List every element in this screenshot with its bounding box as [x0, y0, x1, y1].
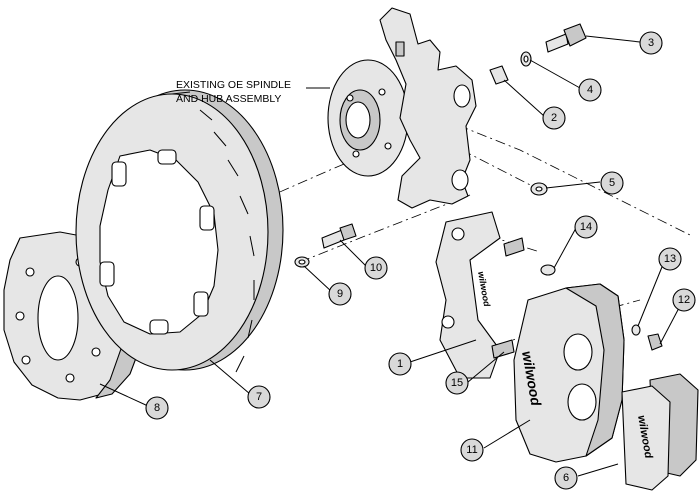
svg-text:14: 14 [580, 221, 592, 233]
callout-6: 6 [554, 466, 578, 490]
callout-15: 15 [445, 371, 469, 395]
callout-10: 10 [364, 256, 388, 280]
svg-text:5: 5 [609, 177, 615, 189]
oe-spindle-hub-assembly [327, 7, 477, 209]
svg-text:11: 11 [466, 444, 477, 456]
svg-text:6: 6 [563, 472, 569, 484]
svg-text:3: 3 [648, 37, 654, 49]
bleeder-washer [631, 324, 641, 336]
bracket-stud [491, 237, 525, 359]
callout-14: 14 [574, 215, 598, 239]
spindle-label-line1: EXISTING OE SPINDLE [176, 79, 291, 91]
callout-11: 11 [460, 438, 484, 462]
callout-2: 2 [542, 106, 566, 130]
bleeder-nut [647, 333, 663, 351]
svg-text:2: 2 [551, 112, 557, 124]
brake-rotor [75, 89, 284, 373]
callout-12: 12 [672, 288, 696, 312]
rotor-washer [294, 256, 310, 268]
svg-text:12: 12 [678, 294, 690, 306]
bracket-logo: wilwood [476, 271, 492, 308]
callout-13: 13 [658, 247, 682, 271]
spindle-label: EXISTING OE SPINDLE AND HUB ASSEMBLY [176, 79, 330, 105]
callout-8: 8 [145, 396, 169, 420]
mounting-bolt [545, 23, 587, 53]
svg-text:13: 13 [664, 253, 676, 265]
svg-text:9: 9 [337, 288, 343, 300]
callout-9: 9 [328, 282, 352, 306]
svg-text:1: 1 [397, 358, 403, 370]
leader-lines [99, 35, 681, 477]
bracket-shim [540, 264, 556, 276]
brake-caliper: wilwood [513, 283, 625, 463]
svg-text:4: 4 [587, 84, 593, 96]
spacer [489, 65, 509, 85]
washer [520, 51, 532, 67]
callout-5: 5 [600, 171, 624, 195]
svg-text:7: 7 [256, 391, 262, 403]
spindle-label-line2: AND HUB ASSEMBLY [176, 93, 281, 105]
svg-text:10: 10 [370, 262, 382, 274]
rotor-bolt [321, 223, 357, 249]
brake-pads: wilwood [621, 373, 699, 491]
callout-3: 3 [639, 31, 663, 55]
shim-washer [530, 182, 548, 196]
callout-4: 4 [578, 78, 602, 102]
caliper-bracket: wilwood [435, 211, 501, 379]
svg-text:15: 15 [451, 377, 463, 389]
svg-text:8: 8 [154, 402, 160, 414]
callout-7: 7 [247, 385, 271, 409]
callout-1: 1 [388, 352, 412, 376]
